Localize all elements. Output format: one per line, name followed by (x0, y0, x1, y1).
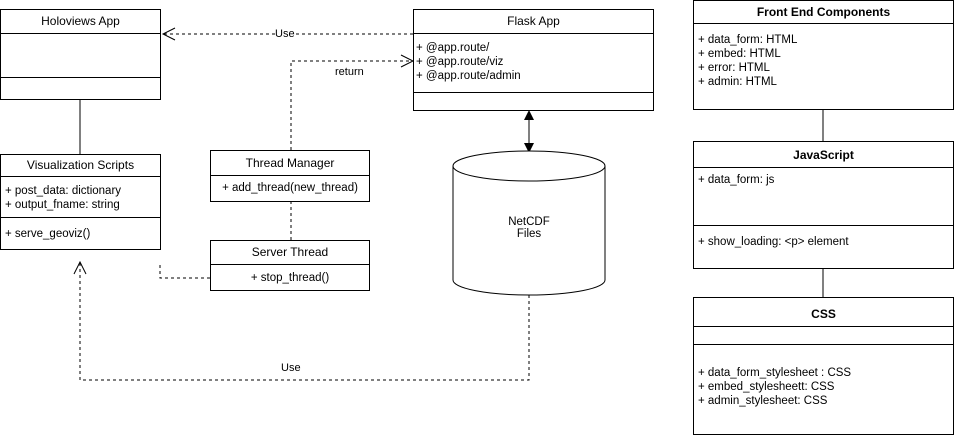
thread-manager-title: Thread Manager (245, 156, 335, 170)
divider (694, 344, 953, 345)
use-label-top: Use (275, 28, 295, 40)
flask-route: + @app.route/admin (416, 70, 521, 82)
divider (414, 92, 653, 93)
use-arrowhead-bottom (73, 260, 87, 275)
css-method: + admin_stylesheet: CSS (698, 395, 828, 407)
divider (694, 326, 953, 327)
divider (211, 175, 369, 176)
flask-route: + @app.route/viz (416, 56, 504, 68)
flask-route: + @app.route/ (416, 42, 490, 54)
frontend-attr: + data_form: HTML (698, 34, 798, 46)
server-thread-method: + stop_thread() (250, 272, 330, 284)
visualization-scripts-box: Visualization Scripts + post_data: dicti… (0, 154, 161, 250)
css-title: CSS (811, 307, 836, 321)
thread-manager-method: + add_thread(new_thread) (222, 182, 358, 194)
viz-attr: + post_data: dictionary (5, 185, 122, 197)
divider (694, 225, 953, 226)
divider (1, 217, 160, 218)
netcdf-cylinder (452, 150, 606, 296)
css-method: + embed_stylesheett: CSS (698, 381, 835, 393)
divider (694, 23, 953, 24)
viz-title: Visualization Scripts (26, 158, 135, 172)
frontend-title: Front End Components (756, 5, 891, 19)
netcdf-label: NetCDF Files (453, 216, 605, 240)
flask-netcdf-arrowhead-top (524, 110, 534, 120)
flask-title: Flask App (507, 14, 560, 28)
frontend-attr: + error: HTML (698, 62, 770, 74)
divider (1, 77, 160, 78)
return-arrow (290, 60, 413, 150)
frontend-attr: + embed: HTML (698, 48, 781, 60)
server-thread-box: Server Thread + stop_thread() (210, 240, 370, 291)
server-viz-line (159, 262, 210, 279)
javascript-box: JavaScript + data_form: js + show_loadin… (693, 141, 954, 269)
css-box: CSS + data_form_stylesheet : CSS + embed… (693, 297, 954, 435)
holoviews-title: Holoviews App (41, 14, 120, 28)
holoviews-app-box: Holoviews App (0, 9, 161, 100)
divider (211, 264, 369, 265)
css-method: + data_form_stylesheet : CSS (698, 367, 852, 379)
flask-netcdf-arrowhead-bottom (524, 143, 534, 153)
frontend-attr: + admin: HTML (698, 76, 777, 88)
use-arrow-bottom (79, 262, 530, 381)
viz-method: + serve_geoviz() (5, 228, 91, 240)
divider (694, 167, 953, 168)
divider (1, 176, 160, 177)
javascript-attr: + data_form: js (698, 174, 775, 186)
server-thread-title: Server Thread (251, 245, 329, 259)
use-arrowhead-top (161, 27, 176, 41)
flask-app-box: Flask App + @app.route/ + @app.route/viz… (413, 9, 654, 111)
front-end-components-box: Front End Components + data_form: HTML +… (693, 0, 954, 110)
viz-attr: + output_fname: string (5, 199, 120, 211)
divider (1, 33, 160, 34)
javascript-title: JavaScript (793, 148, 854, 162)
thread-manager-box: Thread Manager + add_thread(new_thread) (210, 150, 370, 202)
use-label-bottom: Use (281, 362, 301, 374)
netcdf-line2: Files (516, 228, 542, 240)
divider (414, 33, 653, 34)
return-label: return (335, 66, 364, 78)
netcdf-line1: NetCDF (508, 216, 550, 228)
javascript-method: + show_loading: <p> element (698, 236, 849, 248)
